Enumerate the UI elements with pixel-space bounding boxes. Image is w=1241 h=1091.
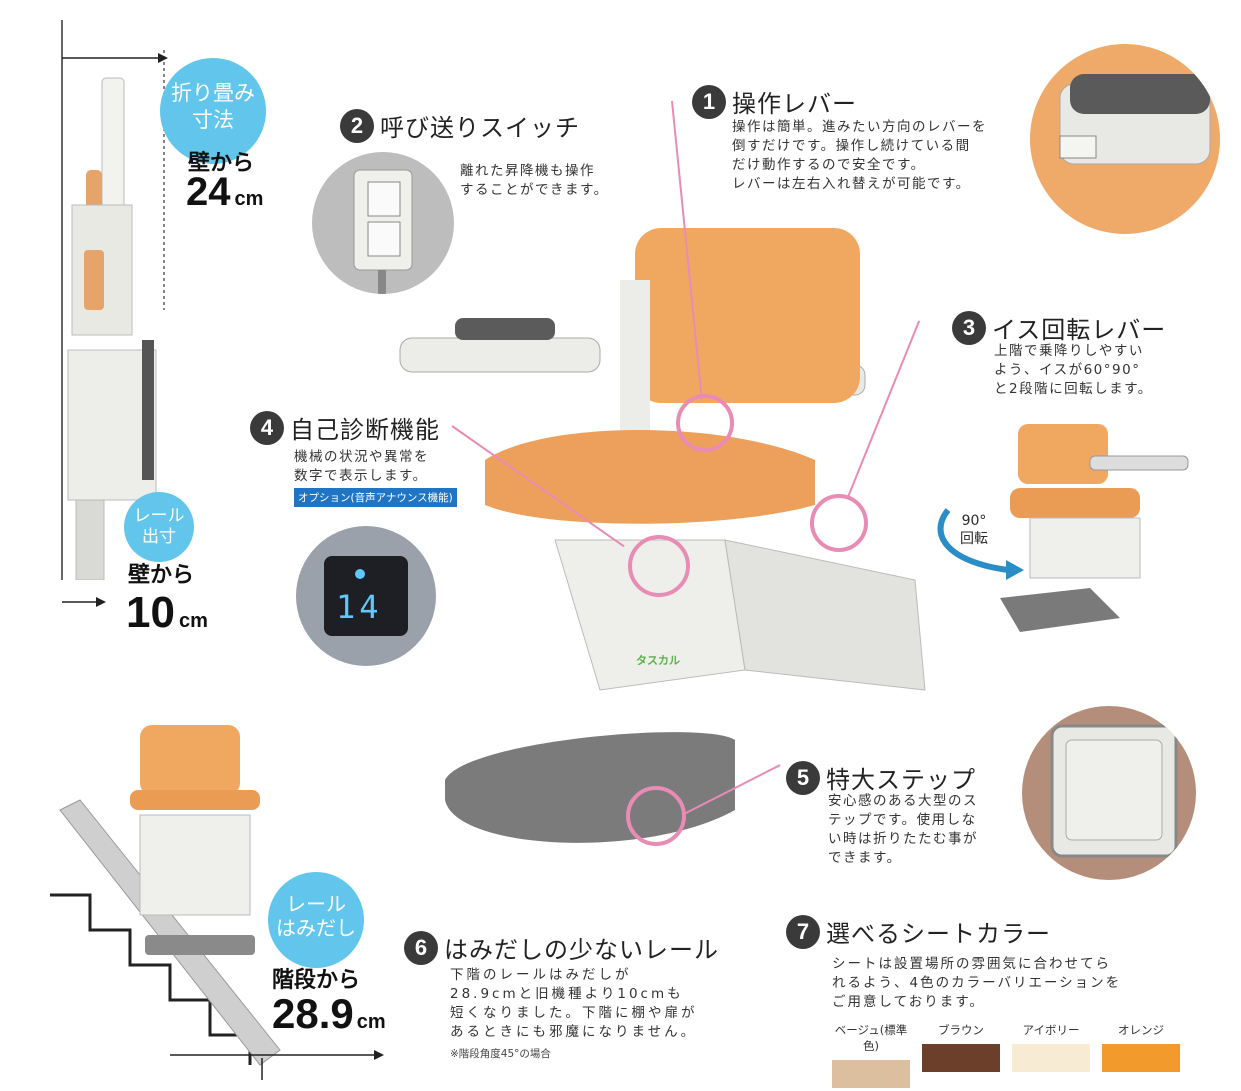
- diagnostic-display-photo: [296, 526, 436, 666]
- feature-2-number: 2: [340, 108, 374, 143]
- feature-2-description: 離れた昇降機も操作 することができます。: [460, 163, 609, 198]
- feature-6-note: ※階段角度45°の場合: [450, 1048, 551, 1060]
- feature-5-title: 特大ステップ: [826, 766, 976, 794]
- feature-3-description: 上階で乗降りしやすい よう、イスが60°90° と2段階に回転します。: [994, 343, 1153, 397]
- stairs-chair-illustration: [50, 720, 400, 1080]
- feature-5-number: 5: [786, 760, 820, 795]
- rail-dimension-bubble: レール 出寸: [124, 492, 194, 562]
- swatch-ivory-label: アイボリー: [1022, 1023, 1080, 1037]
- swatch-brown-color: [922, 1044, 1000, 1072]
- feature-7-description: シートは設置場所の雰囲気に合わせてら れるよう、4色のカラーバリエーションを ご…: [832, 956, 1122, 1010]
- rotation-arrow-icon: [937, 508, 1024, 580]
- folded-chair-side-view: [58, 20, 178, 581]
- feature-4-number: 4: [250, 410, 284, 445]
- rotated-chair-photo: [990, 418, 1190, 638]
- rotation-label: 90° 回転: [960, 513, 988, 547]
- folded-step-photo: [1022, 706, 1196, 880]
- call-switch-photo: [312, 152, 454, 294]
- callout-ring-step: [626, 786, 686, 846]
- callout-ring-display: [628, 535, 690, 597]
- feature-3-number: 3: [952, 310, 986, 345]
- color-swatches: ベージュ(標準色) ブラウン アイボリー オレンジ: [832, 1022, 1182, 1088]
- rail-width-arrow: [62, 597, 106, 607]
- swatch-ivory-color: [1012, 1044, 1090, 1072]
- from-stairs-label: 階段から: [272, 968, 361, 993]
- feature-5-description: 安心感のある大型のス テップです。使用しな い時は折りたたむ事が できます。: [828, 793, 978, 866]
- swatch-beige-label: ベージュ(標準色): [834, 1023, 908, 1053]
- feature-7-title: 選べるシートカラー: [826, 920, 1051, 948]
- feature-6-title: はみだしの少ないレール: [444, 936, 719, 964]
- swatch-beige-color: [832, 1060, 910, 1088]
- main-stairlift-photo: [395, 220, 955, 870]
- swatch-orange: オレンジ: [1102, 1022, 1180, 1072]
- feature-6-description: 下階のレールはみだしが 28.9cmと旧機種より10cmも 短くなりました。下階…: [450, 967, 698, 1040]
- folding-from-wall-label: 壁から: [188, 151, 255, 176]
- folding-dimension-bubble: 折り畳み 寸法: [160, 58, 266, 164]
- feature-3-title: イス回転レバー: [992, 316, 1167, 344]
- swatch-brown: ブラウン: [922, 1022, 1000, 1072]
- feature-4-description: 機械の状況や異常を 数字で表示します。: [294, 449, 429, 484]
- feature-2-title: 呼び送りスイッチ: [380, 114, 580, 142]
- feature-6-number: 6: [404, 930, 438, 965]
- feature-4-title: 自己診断機能: [290, 416, 440, 444]
- diagnostic-display-digits: 14: [336, 588, 383, 626]
- feature-1-title: 操作レバー: [732, 90, 857, 118]
- swatch-orange-color: [1102, 1044, 1180, 1072]
- rail-from-wall-label: 壁から: [128, 563, 195, 588]
- feature-4-option-badge: オプション(音声アナウンス機能): [294, 488, 457, 507]
- brand-label: タスカル: [636, 654, 680, 667]
- swatch-ivory: アイボリー: [1012, 1022, 1090, 1072]
- feature-1-description: 操作は簡単。進みたい方向のレバーを 倒すだけです。操作し続けている間 だけ動作す…: [732, 119, 987, 192]
- callout-ring-rotation: [810, 494, 868, 552]
- swatch-beige: ベージュ(標準色): [832, 1022, 910, 1088]
- feature-1-number: 1: [692, 84, 726, 119]
- feature-7-number: 7: [786, 914, 820, 949]
- rail-protrusion-bubble: レール はみだし: [268, 872, 364, 968]
- swatch-brown-label: ブラウン: [938, 1023, 984, 1037]
- control-lever-photo: [1030, 44, 1220, 234]
- folding-width-arrow: [62, 53, 168, 63]
- swatch-orange-label: オレンジ: [1118, 1023, 1164, 1037]
- callout-ring-lever: [676, 394, 734, 452]
